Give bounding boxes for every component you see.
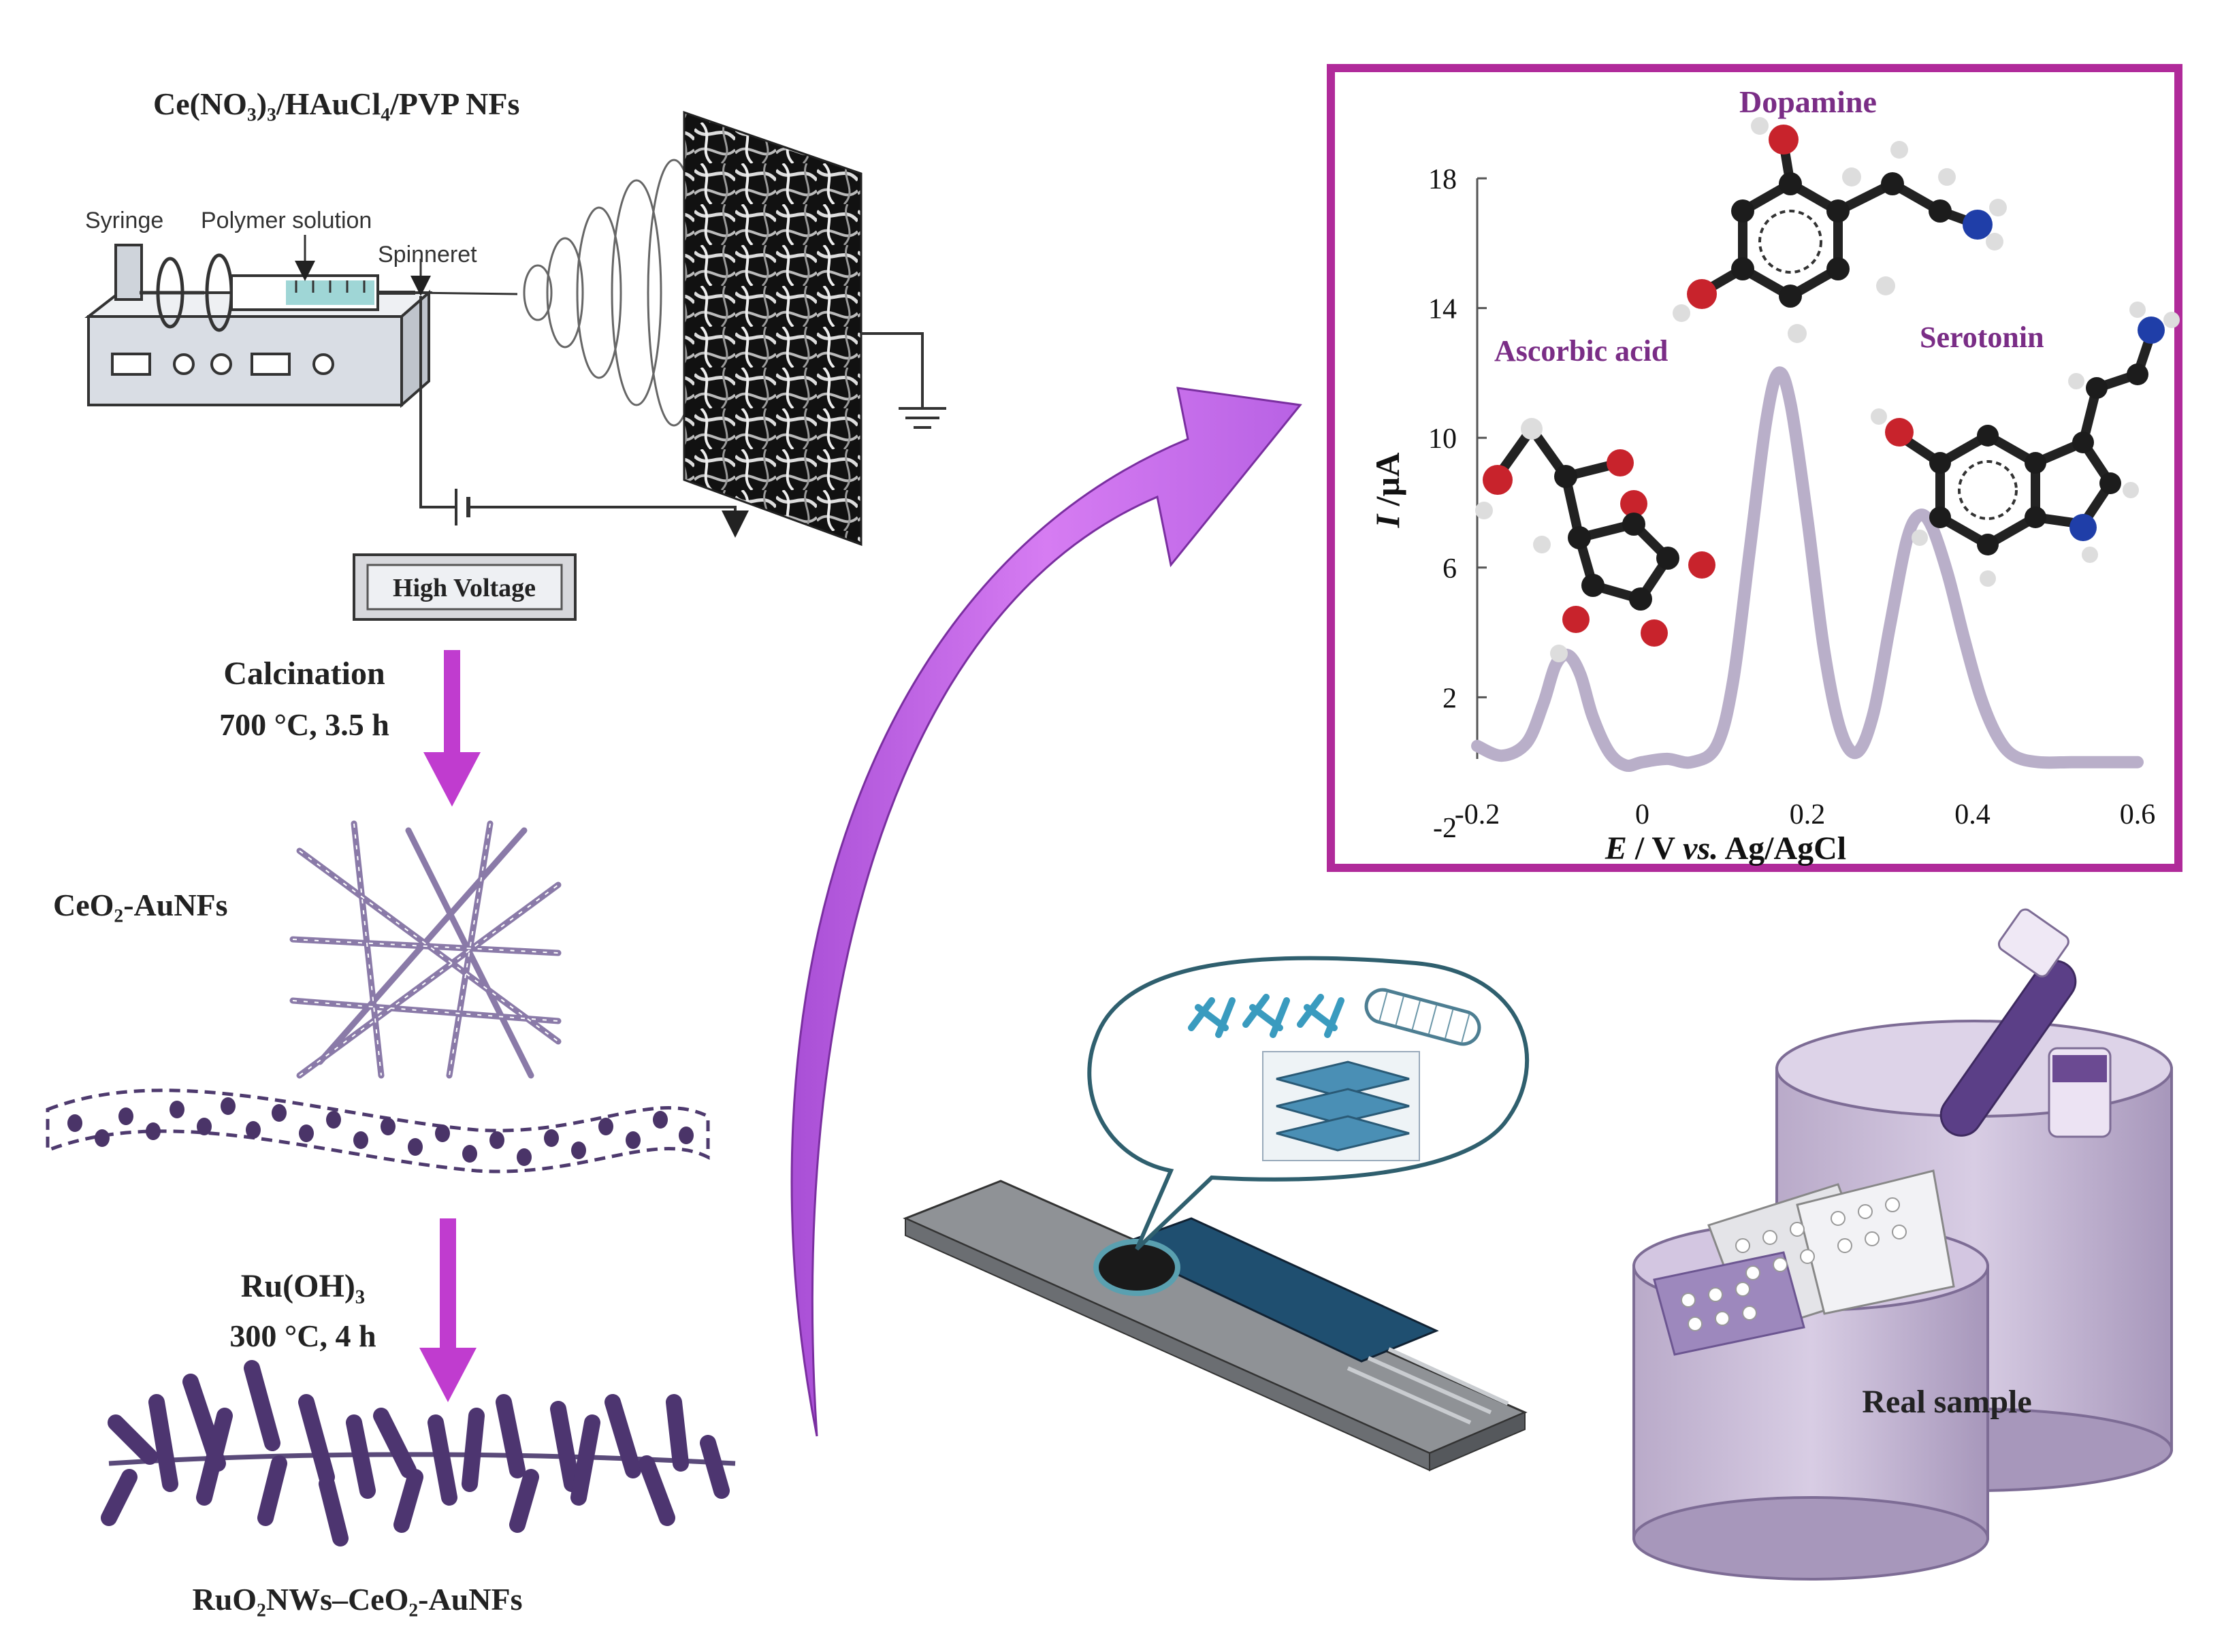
- real-sample-label: Real sample: [1862, 1384, 2031, 1420]
- blood-tube: [1939, 908, 2112, 1138]
- chart-area: -2 2 6 10 14 18 -0.2 0 0.2 0.4 0.6: [1428, 164, 2155, 844]
- y-tick-label: 6: [1443, 553, 1457, 585]
- x-tick-label: 0: [1635, 799, 1649, 830]
- calcination-label: Calcination: [223, 655, 385, 692]
- working-electrode-area: [1114, 1217, 1439, 1363]
- y-tick-label: -2: [1433, 813, 1457, 844]
- product-label: RuO₂NWs–CeO₂-AuNFs: [192, 1582, 522, 1617]
- series-line: [1471, 366, 2144, 773]
- x-tick-label: -0.2: [1455, 799, 1500, 830]
- ruo2-nanowires: [101, 1360, 736, 1546]
- screen-printed-electrode: [903, 1180, 1528, 1472]
- x-axis-vs: vs.: [1683, 830, 1718, 867]
- ru-conditions-label: 300 °C, 4 h: [229, 1318, 376, 1353]
- calcination-conditions-label: 700 °C, 3.5 h: [219, 707, 389, 742]
- ru-oh3-label: Ru(OH)₃: [241, 1268, 365, 1304]
- y-tick-label: 14: [1428, 294, 1457, 325]
- syringe-pump: [84, 244, 433, 408]
- x-tick-label: 0.2: [1790, 799, 1826, 830]
- y-tick-label: 2: [1443, 683, 1457, 714]
- serotonin-molecule: [1871, 302, 2180, 587]
- nanomaterial-callout: [1087, 956, 1529, 1251]
- polymer-jet-spiral: [523, 159, 701, 427]
- x-axis-ref: Ag/AgCl: [1718, 830, 1846, 867]
- real-sample-illustration: Real sample: [1632, 908, 2173, 1581]
- x-axis-symbol: E: [1605, 830, 1627, 867]
- fiber-collector: [683, 110, 863, 547]
- ceo2-aunfs-mesh: [289, 820, 562, 1079]
- voltammogram-panel: -2 2 6 10 14 18 -0.2 0 0.2 0.4 0.6 I /µA E / V vs…: [1327, 64, 2182, 872]
- x-tick-label: 0.6: [2120, 799, 2156, 830]
- syringe-label: Syringe: [85, 208, 163, 233]
- ceo2-au-fiber-detail: [46, 1088, 710, 1173]
- serotonin-label: Serotonin: [1920, 321, 2044, 354]
- y-axis-symbol: I: [1368, 513, 1406, 528]
- high-voltage-circuit: [419, 296, 946, 538]
- precursor-nfs-label: Ce(NO₃)₃/HAuCl₄/PVP NFs: [153, 86, 519, 121]
- x-axis-label: E / V vs. Ag/AgCl: [1605, 830, 1846, 867]
- ruthenium-step: Ru(OH)₃ 300 °C, 4 h: [229, 1218, 477, 1402]
- y-tick-label: 10: [1428, 423, 1457, 455]
- x-tick-label: 0.4: [1954, 799, 1991, 830]
- carbon-nanotube: [1364, 988, 1481, 1046]
- y-axis-ticks: -2 2 6 10 14 18: [1428, 164, 1487, 844]
- electrode-spot: [1093, 1239, 1180, 1296]
- calcination-step: Calcination 700 °C, 3.5 h: [219, 650, 481, 807]
- pill-blister-packs: [1653, 1169, 1955, 1356]
- ascorbic-acid-molecule: [1475, 418, 1715, 662]
- spinneret-label: Spinneret: [378, 242, 477, 268]
- x-axis-mid: / V: [1627, 830, 1683, 867]
- y-axis-unit: /µA: [1368, 453, 1406, 515]
- ceo2-aunfs-label: CeO₂-AuNFs: [53, 888, 228, 922]
- x-axis-ticks: -0.2 0 0.2 0.4 0.6: [1455, 799, 2156, 830]
- electrospinning-setup: Ce(NO₃)₃/HAuCl₄/PVP NFs: [84, 86, 946, 621]
- dopamine-molecule: [1673, 117, 2007, 343]
- high-voltage-box: High Voltage: [353, 553, 577, 621]
- polymer-solution-label: Polymer solution: [201, 208, 372, 233]
- y-axis-label: I /µA: [1368, 453, 1406, 529]
- syringe: [140, 235, 518, 332]
- process-arrow-2: [419, 1218, 477, 1402]
- y-tick-label: 18: [1428, 164, 1457, 195]
- nanowire-cluster: [1188, 994, 1344, 1038]
- ascorbic-acid-label: Ascorbic acid: [1494, 334, 1668, 368]
- high-voltage-label: High Voltage: [393, 574, 536, 602]
- process-arrow-1: [423, 650, 481, 807]
- dopamine-label: Dopamine: [1739, 84, 1877, 119]
- big-curved-arrow: [790, 387, 1302, 1437]
- layered-nanosheets: [1262, 1051, 1420, 1161]
